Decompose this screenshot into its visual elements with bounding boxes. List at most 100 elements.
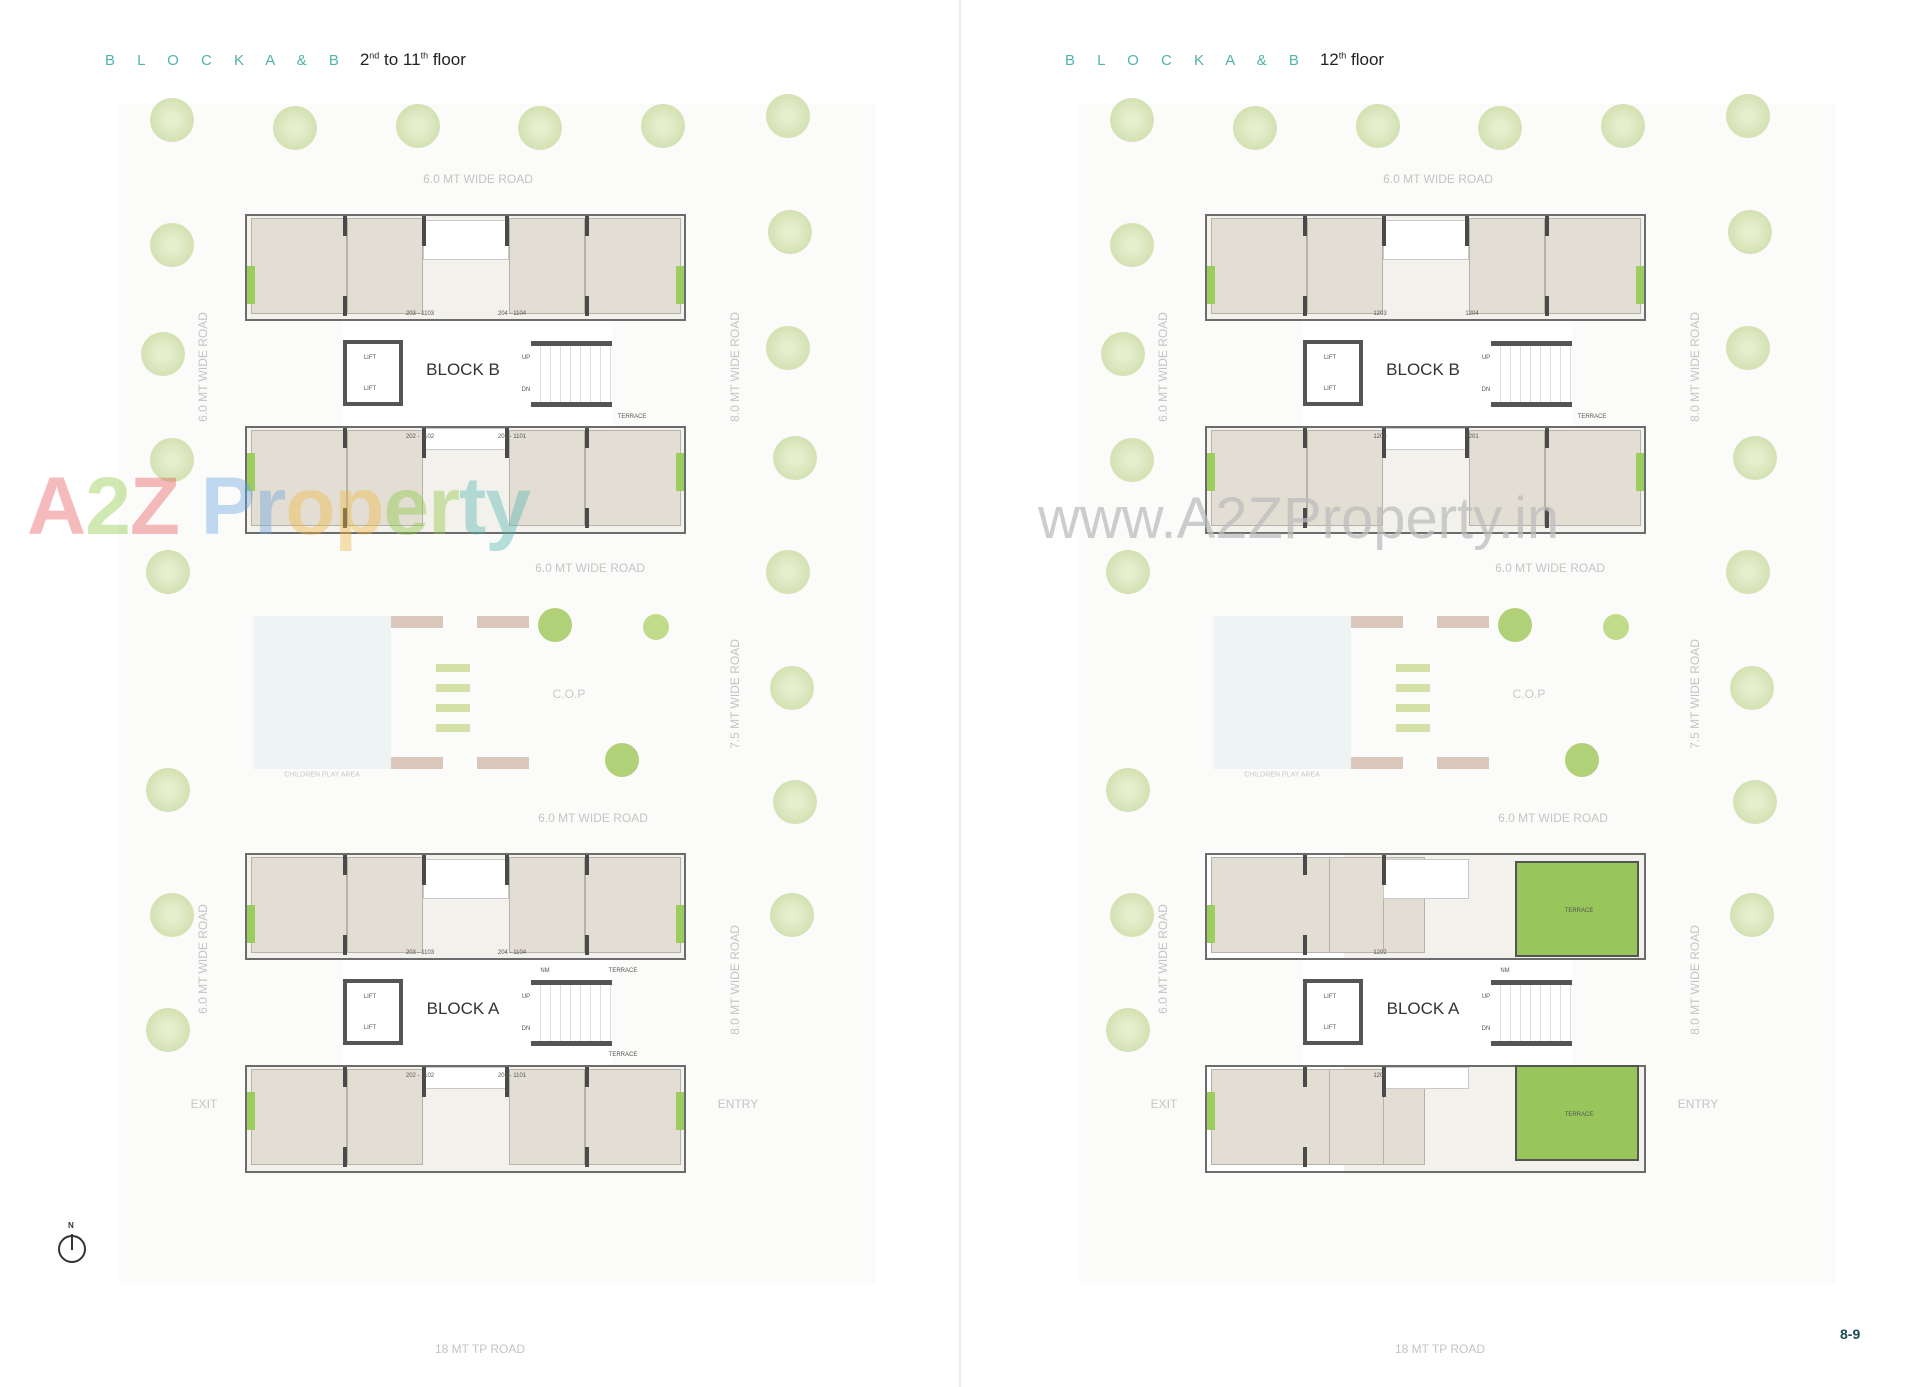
road-label-left-lower: 6.0 MT WIDE ROAD	[1156, 904, 1170, 1014]
children-play-area-label: CHILDREN PLAY AREA	[284, 771, 360, 779]
tree-icon	[1603, 614, 1629, 640]
wall	[585, 296, 589, 316]
unit-number-label: 203 - 1103	[405, 950, 435, 956]
lift-shaft	[1303, 340, 1363, 406]
wall	[1382, 216, 1386, 246]
wall	[1303, 508, 1307, 528]
wall	[1465, 428, 1469, 458]
lift-label: LIFT	[1323, 386, 1337, 392]
tree-icon	[643, 614, 669, 640]
tree-icon	[1730, 666, 1774, 710]
lift-label: LIFT	[363, 355, 377, 361]
floor-title: 12th floor	[1320, 50, 1384, 69]
wall	[422, 216, 426, 246]
room	[1307, 218, 1383, 314]
staircase	[531, 980, 612, 1046]
tree-icon	[1726, 94, 1770, 138]
unit-number-label: 203 - 1103	[405, 311, 435, 317]
wall	[585, 935, 589, 955]
tree-icon	[1730, 893, 1774, 937]
lobby	[423, 859, 509, 899]
tree-icon	[273, 106, 317, 150]
tree-icon	[1498, 608, 1532, 642]
unit-number-label: 1201	[1465, 434, 1479, 440]
lift-label: LIFT	[363, 1025, 377, 1031]
room	[1469, 218, 1545, 314]
block-b-wing-lower	[245, 426, 686, 534]
tree-icon	[1110, 98, 1154, 142]
tree-icon	[146, 768, 190, 812]
entry-label: ENTRY	[717, 1097, 759, 1111]
lobby	[1383, 220, 1469, 260]
lift-label: LIFT	[1323, 355, 1337, 361]
unit-number-label: 201 - 1101	[497, 1073, 527, 1079]
unit-number-label: 202 - 1102	[405, 1073, 435, 1079]
tree-icon	[1101, 332, 1145, 376]
tree-icon	[766, 326, 810, 370]
planter	[436, 664, 470, 672]
room	[1211, 430, 1307, 526]
planter	[436, 724, 470, 732]
page-divider	[959, 0, 961, 1387]
wall	[1382, 428, 1386, 458]
stair-up-label: UP	[521, 355, 531, 361]
stair-down-label: DN	[1481, 1026, 1491, 1032]
terrace-label: TERRACE	[608, 968, 638, 974]
block-b-wing-lower	[1205, 426, 1646, 534]
block-a-wing-upper	[245, 853, 686, 960]
hedge	[477, 616, 529, 628]
lobby	[1383, 428, 1469, 450]
block-b-core	[1303, 321, 1572, 426]
wall	[422, 1067, 426, 1097]
road-label-right-upper: 8.0 MT WIDE ROAD	[728, 312, 742, 422]
children-play-area	[253, 616, 391, 769]
road-label-right-lower: 8.0 MT WIDE ROAD	[728, 925, 742, 1035]
tree-icon	[766, 94, 810, 138]
room	[1211, 1069, 1331, 1165]
wall	[1303, 1067, 1307, 1087]
wall	[1465, 216, 1469, 246]
block-title: B L O C K A & B	[105, 52, 348, 69]
room	[251, 430, 347, 526]
terrace-green: TERRACE	[1515, 861, 1639, 957]
wall	[343, 216, 347, 236]
unit-number-label: 1201	[1373, 1073, 1387, 1079]
wall	[505, 855, 509, 885]
tree-icon	[1726, 326, 1770, 370]
watermark-a2z-property: A2Z Property	[27, 461, 531, 552]
road-label-right-middle: 7.5 MT WIDE ROAD	[728, 639, 742, 749]
tree-icon	[1233, 106, 1277, 150]
tree-icon	[1733, 780, 1777, 824]
wall	[1545, 428, 1549, 448]
room	[585, 430, 681, 526]
watermark-url: www.A2ZProperty.in	[1038, 486, 1560, 551]
wall	[1545, 216, 1549, 236]
unit-number-label: 202 - 1102	[405, 434, 435, 440]
wall	[343, 1147, 347, 1167]
room	[1211, 218, 1307, 314]
tree-icon	[150, 98, 194, 142]
hedge	[1351, 757, 1403, 769]
floor-from-sup: th	[1338, 50, 1347, 61]
floor-mid-sup: th	[420, 50, 429, 61]
entry-label: ENTRY	[1677, 1097, 1719, 1111]
tree-icon	[396, 104, 440, 148]
tree-icon	[146, 1008, 190, 1052]
block-a-core	[343, 960, 612, 1065]
lift-label: LIFT	[1323, 994, 1337, 1000]
road-label-right-lower: 8.0 MT WIDE ROAD	[1688, 925, 1702, 1035]
stair-up-label: UP	[521, 994, 531, 1000]
unit-number-label: 201 - 1101	[497, 434, 527, 440]
wall	[1303, 935, 1307, 955]
floor-from: 12	[1319, 50, 1339, 69]
room	[1307, 430, 1383, 526]
room	[1211, 857, 1331, 953]
tree-icon	[773, 780, 817, 824]
wall	[1545, 296, 1549, 316]
balcony-green	[1636, 266, 1644, 304]
tree-icon	[1601, 104, 1645, 148]
stair-up-label: UP	[1481, 355, 1491, 361]
block-b-wing-upper	[245, 214, 686, 321]
lift-shaft	[343, 340, 403, 406]
